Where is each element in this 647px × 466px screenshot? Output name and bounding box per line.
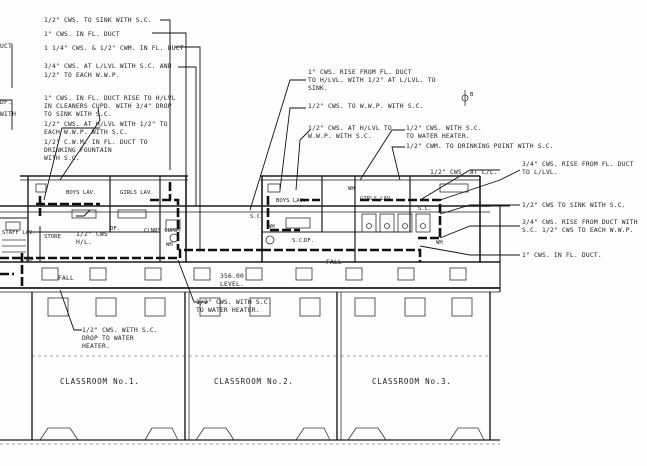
label-fall-1: FALL xyxy=(58,275,74,282)
note-rise-b: TO H/LVL. WITH 1/2" AT L/LVL. TO xyxy=(308,77,436,84)
classroom-desks xyxy=(47,297,473,317)
note-left-with: WITH xyxy=(0,111,16,118)
corridor-piers xyxy=(41,267,467,281)
tag-wh-4: WH xyxy=(436,240,443,246)
note-rise-c: SINK. xyxy=(308,85,328,92)
note-left-df: DF. xyxy=(0,99,12,106)
note-cws-hl-b: H/L. xyxy=(76,239,92,246)
note-sink-sc-right: 1/2" CWS TO SINK WITH S.C. xyxy=(522,202,626,209)
label-classroom-3: CLASSROOM No.3. xyxy=(372,377,452,386)
note-heater2-a: 1/2" CWS. WITH S.C. xyxy=(196,299,272,306)
note-drop-b: DROP TO WATER xyxy=(82,335,134,342)
note-drinking-point: 1/2" CWM. TO DRINKING POINT WITH S.C. xyxy=(406,143,554,150)
note-rise-llvl-a: 3/4" CWS. RISE FROM FL. DUCT xyxy=(522,161,634,168)
tag-wh-3: WH xyxy=(348,186,355,192)
level-value: 356.00 xyxy=(220,273,244,280)
label-up: UP xyxy=(26,257,34,264)
note-cws-duct: 1" CWS. IN FL. DUCT xyxy=(44,31,120,38)
label-classroom-1: CLASSROOM No.1. xyxy=(60,377,140,386)
note-heater2-b: TO WATER HEATER. xyxy=(196,307,260,314)
note-sink-sc: 1/2" CWS. TO SINK WITH S.C. xyxy=(44,17,152,24)
leader-lines xyxy=(0,19,521,331)
note-drop-c: HEATER. xyxy=(82,343,110,350)
note-cleaners-b: IN CLEANERS CUPD. WITH 3/4" DROP xyxy=(44,103,172,110)
note-cleaners-c: TO SINK WITH S.C. xyxy=(44,111,112,118)
note-hlvl-a: 1/2" CWS. AT H/LVL WITH 1/2" TO xyxy=(44,121,168,128)
note-left-duct: UCT xyxy=(0,43,12,50)
note-rise-llvl-b: TO L/LVL. xyxy=(522,169,558,176)
note-hlvl-wwp-b: W.W.P. WITH S.C. xyxy=(308,133,372,140)
note-cws-ll: 1/2" CWS. AT L/L. xyxy=(430,169,498,176)
building-walls xyxy=(0,175,510,445)
label-cleaners-cupd: CLNRS CUPD. xyxy=(144,228,181,234)
north-marker xyxy=(461,90,469,106)
fixture-tags: WH WH WH WH S.C. S.C. S.C. DF. DF. B xyxy=(110,92,474,248)
tag-north: B xyxy=(470,92,474,98)
note-hlvl-wwp-a: 1/2" CWS. AT H/LVL TO xyxy=(308,125,392,132)
note-cleaners-a: 1" CWS. IN FL. DUCT RISE TO H/LVL xyxy=(44,95,176,102)
label-staff-lav: STAFF LAV. xyxy=(2,230,36,236)
tag-sc-1: S.C. xyxy=(250,214,263,220)
label-fall-2: FALL xyxy=(326,259,342,266)
tag-wh-2: WH xyxy=(268,224,275,230)
note-heater-a: 1/2" CWS. WITH S.C. xyxy=(406,125,482,132)
label-classroom-2: CLASSROOM No.2. xyxy=(214,377,294,386)
tag-df-1: DF. xyxy=(110,226,120,232)
fixtures xyxy=(2,183,469,253)
note-duct-wwp-b: S.C. 1/2" CWS TO EACH W.W.P. xyxy=(522,227,634,234)
tag-sc-3: S.C. xyxy=(418,206,431,212)
note-heater-b: TO WATER HEATER. xyxy=(406,133,470,140)
annotations: 1/2" CWS. TO SINK WITH S.C. 1" CWS. IN F… xyxy=(0,17,638,350)
note-drop-a: 1/2" CWS. WITH S.C. xyxy=(82,327,158,334)
tag-wh-1: WH xyxy=(166,242,173,248)
note-llvl-b: 1/2" TO EACH W.W.P. xyxy=(44,72,120,79)
note-llvl-a: 3/4" CWS. AT L/LVL WITH S.C. AND xyxy=(44,63,172,70)
note-fountain-a: 1/2" C.W.M. IN FL. DUCT TO xyxy=(44,139,148,146)
room-labels: CLASSROOM No.1. CLASSROOM No.2. CLASSROO… xyxy=(2,190,452,386)
label-boys-lav-2: BOYS LAV. xyxy=(276,198,306,204)
note-cws-duct-right: 1" CWS. IN FL. DUCT. xyxy=(522,252,602,259)
label-girls-lav-2: GIRLS LAV. xyxy=(360,196,394,202)
classroom-bays xyxy=(32,355,490,441)
level-label: LEVEL. xyxy=(220,281,244,288)
note-duct-wwp-a: 3/4" CWS. RISE FROM DUCT WITH xyxy=(522,219,638,226)
note-cws-cwm-duct: 1 1/4" CWS. & 1/2" CWM. IN FL. DUCT xyxy=(44,45,184,52)
tag-sc-2: S.C. xyxy=(292,238,305,244)
note-wwp: 1/2" CWS. TO W.W.P. WITH S.C. xyxy=(308,103,424,110)
note-fountain-b: DRINKING FOUNTAIN xyxy=(44,147,112,154)
note-rise-a: 1" CWS. RISE FROM FL. DUCT xyxy=(308,69,412,76)
note-fountain-c: WITH S.C. xyxy=(44,155,80,162)
label-girls-lav-1: GIRLS LAV. xyxy=(120,190,154,196)
note-hlvl-b: EACH W.W.P. WITH S.C. xyxy=(44,129,128,136)
label-store: STORE xyxy=(44,234,61,240)
note-cws-hl-a: 1/2" CWS xyxy=(76,231,108,238)
tag-df-2: DF. xyxy=(304,238,314,244)
label-boys-lav-1: BOYS LAV. xyxy=(66,190,96,196)
